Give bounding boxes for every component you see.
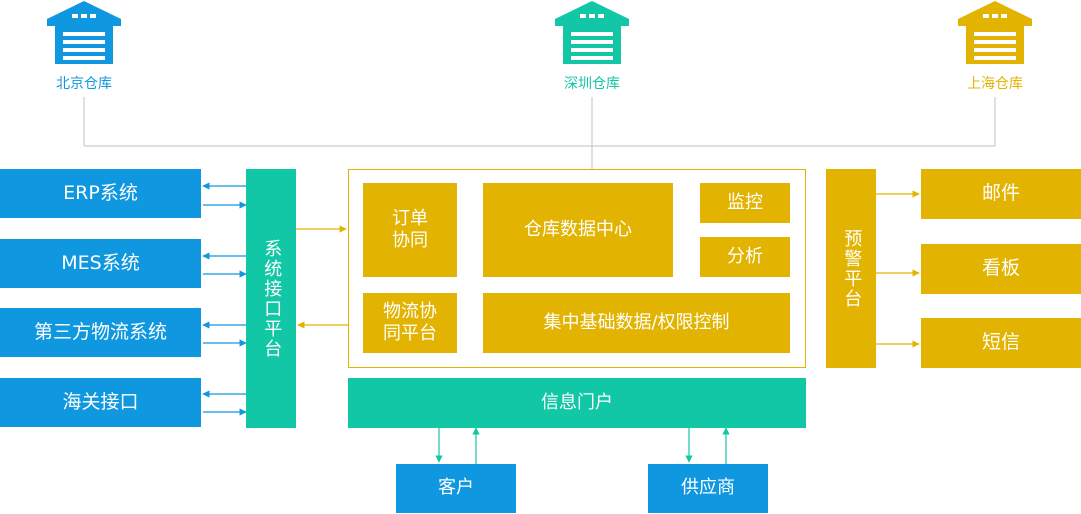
warehouse-beijing: 北京仓库 xyxy=(24,0,144,96)
alert-platform: 预警平台 xyxy=(826,169,876,368)
center-frame xyxy=(348,169,806,368)
warehouse-icon xyxy=(47,1,121,64)
output-email: 邮件 xyxy=(921,169,1081,219)
warehouse-shanghai: 上海仓库 xyxy=(931,0,1051,96)
left-system-arrows xyxy=(202,182,247,416)
customer: 客户 xyxy=(396,464,516,513)
warehouse-label: 深圳仓库 xyxy=(564,76,620,92)
portal-arrows xyxy=(435,427,730,464)
system-mes: MES系统 xyxy=(0,239,201,288)
system-erp: ERP系统 xyxy=(0,169,201,218)
warehouse-label: 上海仓库 xyxy=(967,76,1023,92)
interface-platform: 系统接口平台 xyxy=(246,169,296,428)
warehouse-connector xyxy=(83,97,996,169)
warehouse-data-center: 仓库数据中心 xyxy=(483,183,673,277)
warehouse-icon xyxy=(555,1,629,64)
warehouse-shenzhen: 深圳仓库 xyxy=(532,0,652,96)
order-collaboration: 订单 协同 xyxy=(363,183,457,277)
analysis: 分析 xyxy=(700,237,790,277)
info-portal: 信息门户 xyxy=(348,378,806,428)
system-customs-interface: 海关接口 xyxy=(0,378,201,427)
logistics-collaboration-platform: 物流协 同平台 xyxy=(363,293,457,353)
warehouse-label: 北京仓库 xyxy=(56,76,112,92)
warehouse-icon xyxy=(958,1,1032,64)
base-data-permission-control: 集中基础数据/权限控制 xyxy=(483,293,790,353)
system-third-party-logistics: 第三方物流系统 xyxy=(0,308,201,357)
output-sms: 短信 xyxy=(921,318,1081,368)
output-dashboard: 看板 xyxy=(921,244,1081,294)
supplier: 供应商 xyxy=(648,464,768,513)
monitoring: 监控 xyxy=(700,183,790,223)
output-arrows xyxy=(876,190,920,348)
center-arrows xyxy=(296,225,348,329)
